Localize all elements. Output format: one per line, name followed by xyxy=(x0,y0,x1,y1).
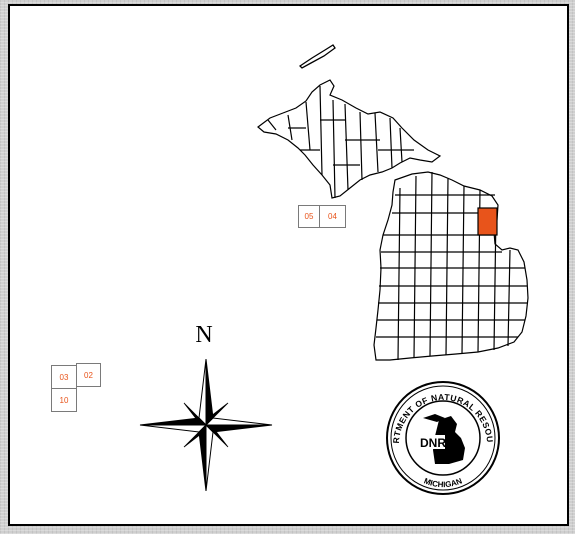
svg-text:MICHIGAN: MICHIGAN xyxy=(423,476,464,489)
inset-box-02[interactable]: 02 xyxy=(76,363,101,387)
compass-rose xyxy=(139,358,273,492)
highlighted-county[interactable] xyxy=(477,207,498,236)
upper-peninsula xyxy=(257,79,442,199)
north-label: N xyxy=(195,322,213,348)
inset-box-05[interactable]: 05 xyxy=(298,205,320,228)
seal-ring-text-bottom: MICHIGAN xyxy=(423,476,464,489)
seal-center-text: DNR xyxy=(420,436,446,450)
lower-peninsula xyxy=(373,171,529,361)
isle-royale xyxy=(298,44,336,69)
dnr-seal: DEPARTMENT OF NATURAL RESOURCES MICHIGAN… xyxy=(386,381,500,495)
seal-michigan-icon xyxy=(433,416,465,464)
inset-box-03[interactable]: 03 xyxy=(51,365,77,389)
inset-box-10[interactable]: 10 xyxy=(51,388,77,412)
inset-box-04[interactable]: 04 xyxy=(319,205,346,228)
